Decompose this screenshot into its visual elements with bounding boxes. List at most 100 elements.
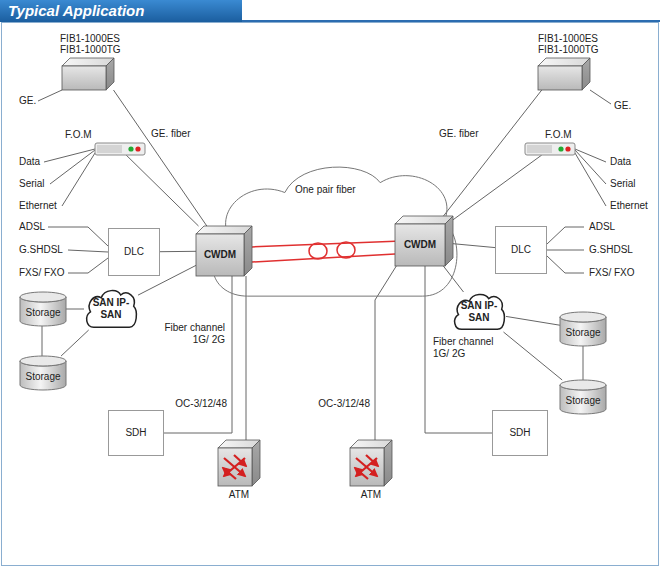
arrow [234,455,246,466]
connector-line [113,90,206,226]
modem-case [525,143,575,155]
box-side [582,58,590,90]
port-label: FXS/ FXO [18,267,66,279]
port-label: ADSL [588,221,616,233]
storage-cylinder: Storage [560,380,606,414]
connector-line [453,244,495,248]
leader-line [68,250,108,252]
box-front [218,448,252,486]
box-outline [493,411,548,456]
node-label: DLC [124,246,144,258]
cwdm-mux: CWDM [395,216,453,266]
leader-line [547,256,584,273]
panel-border [1,22,659,566]
connector-label: OC-3/12/48 [317,398,371,410]
cloud-outline [213,167,457,296]
storage-cylinder: Storage [20,292,66,326]
header-bar: Typical Application [0,0,242,22]
port-label: Serial [609,178,637,190]
leader-line [575,153,606,206]
fiber-link [252,241,395,247]
box-side [106,58,114,90]
box-top [538,58,590,66]
leader-line [547,227,584,244]
led [128,146,133,151]
connector-line [583,346,584,380]
node-outline [95,143,145,155]
fiber-loop [309,243,327,259]
leader-line [38,90,62,101]
connector-line [443,266,463,292]
node-heading: ATM [229,489,249,500]
leader-line [547,250,584,251]
box-front [538,66,582,90]
node-outline [538,58,590,90]
arrow [224,458,245,476]
connector-label: Fiber channel 1G/ 2G [432,336,498,360]
connector-label: OC-3/12/48 [174,398,228,410]
san-cloud: SAN IP-SAN [452,292,506,332]
port-label: FXS/ FXO [588,267,636,279]
fiber-pair [252,242,395,262]
modem-panel [527,145,552,153]
storage-cylinder: Storage [20,356,66,390]
cloud-outline [455,294,505,329]
connector-line [453,155,542,220]
port-label: GE. [18,95,37,107]
node-label: SAN IP-SAN [91,297,131,321]
connector-label: GE. fiber [150,128,191,140]
port-label: G.SHDSL [18,244,64,256]
connector-line [375,266,396,440]
port-label: Ethernet [18,200,58,212]
box-top [395,216,453,224]
port-label: Ethernet [609,200,649,212]
atm-switch: ATM [218,440,260,486]
switch-arrows [223,455,246,479]
fiber-modem: F.O.M [95,143,145,155]
box-front [196,234,244,276]
arrow [355,468,368,479]
converter-device: FIB1-1000ES FIB1-1000TG [538,58,590,90]
header-rule [242,20,660,22]
cylinder-top [560,312,606,322]
node-heading: One pair fiber [295,184,356,195]
box-top [62,58,114,66]
port-label: ADSL [18,221,46,233]
cylinder-top [20,356,66,366]
led [135,146,140,151]
box-side [445,216,453,266]
node-label: SDH [509,427,530,439]
converter-device: FIB1-1000ES FIB1-1000TG [62,58,114,90]
equipment-box: DLC [495,226,547,274]
leader-line [590,90,611,104]
box-outline [496,227,547,274]
modem-panel [97,145,122,153]
node-label: Storage [25,307,60,319]
cylinder-top [560,380,606,390]
node-label: CWDM [204,249,236,261]
connector-label: GE. fiber [438,128,479,140]
connector-line [246,276,247,440]
connector-label: Fiber channel 1G/ 2G [160,322,226,346]
equipment-box: SDH [108,410,164,456]
leader-line [50,150,95,184]
port-label: G.SHDSL [588,244,634,256]
connector-line [66,309,84,310]
connector-line [126,155,198,226]
node-label: CWDM [404,239,436,251]
connector-line [503,332,562,380]
storage-cylinder: Storage [560,312,606,346]
box-front [395,224,445,266]
cloud-outline [87,291,137,328]
san-cloud: SAN IP-SAN [84,288,138,330]
box-outline [109,411,164,456]
node-label: Storage [565,327,600,339]
arrow [356,458,377,476]
cylinder-top [20,292,66,302]
box-front [62,66,106,90]
switch-arrows [355,455,378,479]
arrow [356,458,377,476]
arrow [224,458,245,476]
